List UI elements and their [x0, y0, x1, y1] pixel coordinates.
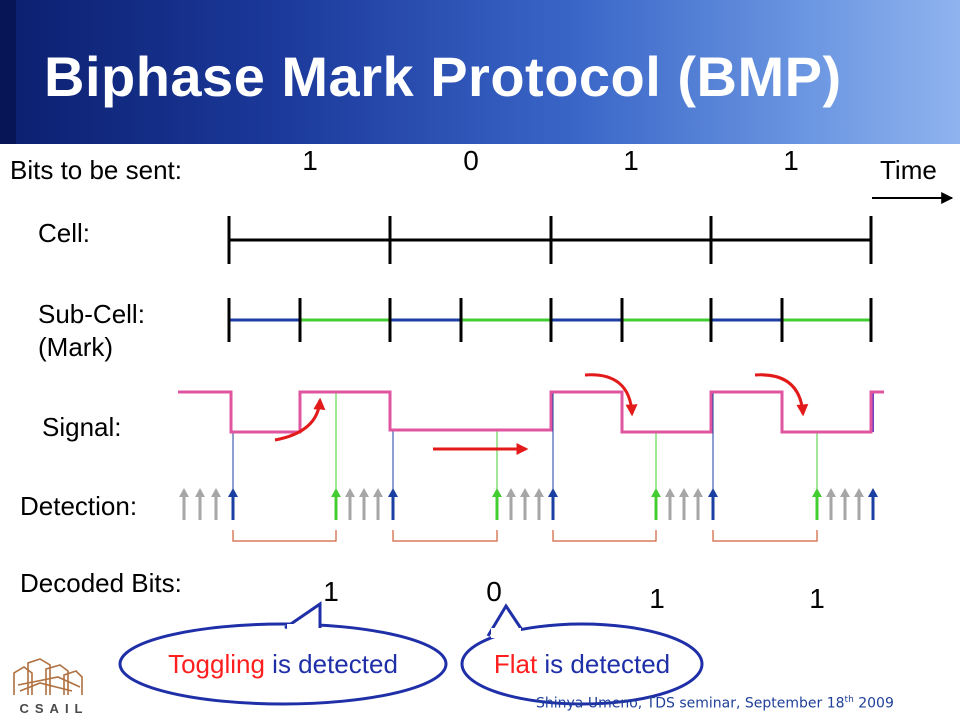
- callout-flat: Flat is detected: [460, 603, 704, 706]
- signal-waveform: [178, 390, 884, 434]
- label-decoded-bits: Decoded Bits:: [20, 568, 182, 598]
- detection-arrowhead-gray: [665, 488, 675, 497]
- detection-arrowhead-gray: [195, 488, 205, 497]
- detection-arrowhead-gray: [345, 488, 355, 497]
- detection-arrowhead-green: [812, 488, 822, 497]
- label-detection: Detection:: [20, 491, 137, 521]
- decoded-bit: 1: [649, 583, 665, 614]
- footer-superscript: th: [844, 695, 854, 705]
- callout-bubble: [118, 622, 448, 706]
- detection-arrowhead-gray: [520, 488, 530, 497]
- title-banner-accent: [0, 0, 16, 144]
- decode-bracket: [392, 530, 498, 542]
- detection-arrowhead-gray: [693, 488, 703, 497]
- label-mark: (Mark): [38, 332, 113, 362]
- callout-pointer: [284, 601, 322, 630]
- footer-credit: Shinya Umeno, TDS seminar, September 18t…: [536, 695, 894, 712]
- toggle-arrow: [274, 397, 326, 442]
- bit-sent: 1: [623, 145, 639, 176]
- detection-arrowhead-gray: [179, 488, 189, 497]
- decode-brackets: [232, 530, 818, 542]
- footer-author: Shinya Umeno, TDS seminar, September 18: [536, 695, 845, 712]
- detection-arrowhead-blue: [548, 488, 558, 497]
- label-cell: Cell:: [38, 218, 90, 248]
- callout-keyword: Toggling: [168, 649, 265, 679]
- logo-text: CSAIL: [20, 701, 89, 716]
- csail-logo: CSAIL: [13, 658, 89, 716]
- detection-arrowhead-green: [331, 488, 341, 497]
- footer-year: 2009: [853, 695, 894, 712]
- callout-text: Toggling is detected: [168, 649, 398, 679]
- decode-bracket: [232, 530, 337, 542]
- callout-text: Flat is detected: [494, 649, 670, 679]
- detection-arrowhead-gray: [826, 488, 836, 497]
- cell-timeline: [227, 216, 873, 264]
- detection-arrowhead-gray: [840, 488, 850, 497]
- decode-bracket: [712, 530, 818, 542]
- detection-arrowhead-blue: [868, 488, 878, 497]
- detection-arrowhead-green: [492, 488, 502, 497]
- callout-pointer-mask: [491, 628, 521, 638]
- decoded-bit: 0: [486, 576, 502, 607]
- detection-guides: [232, 392, 874, 492]
- callout-bubble: [460, 622, 704, 706]
- toggle-arrow: [754, 373, 809, 417]
- detection-arrowhead-blue: [228, 488, 238, 497]
- detection-arrowhead-gray: [854, 488, 864, 497]
- decoded-bit: 1: [809, 583, 825, 614]
- detection-arrows: [179, 488, 878, 520]
- label-signal: Signal:: [42, 412, 122, 442]
- callout-rest: is detected: [265, 649, 398, 679]
- bit-sent: 1: [302, 145, 318, 176]
- slide-title: Biphase Mark Protocol (BMP): [44, 45, 842, 108]
- toggle-arrow: [584, 373, 638, 417]
- label-bits-to-send: Bits to be sent:: [10, 155, 182, 185]
- detection-arrowhead-green: [651, 488, 661, 497]
- label-time: Time: [880, 155, 937, 185]
- detection-arrowhead-gray: [534, 488, 544, 497]
- detection-arrowhead-blue: [388, 488, 398, 497]
- subcell-timeline: [227, 298, 873, 342]
- callout-keyword: Flat: [494, 649, 538, 679]
- callout-toggling: Toggling is detected: [118, 601, 448, 706]
- title-banner: [0, 0, 960, 144]
- decode-bracket: [552, 530, 657, 542]
- callout-pointer-mask: [287, 624, 318, 632]
- label-subcell: Sub-Cell:: [38, 299, 145, 329]
- callout-rest: is detected: [537, 649, 670, 679]
- bit-sent: 0: [463, 145, 479, 176]
- decoded-bit: 1: [323, 576, 339, 607]
- detection-arrowhead-gray: [359, 488, 369, 497]
- detection-arrowhead-gray: [679, 488, 689, 497]
- detection-arrowhead-blue: [708, 488, 718, 497]
- bit-sent: 1: [783, 145, 799, 176]
- detection-arrowhead-gray: [373, 488, 383, 497]
- detection-arrowhead-gray: [211, 488, 221, 497]
- detection-arrowhead-gray: [506, 488, 516, 497]
